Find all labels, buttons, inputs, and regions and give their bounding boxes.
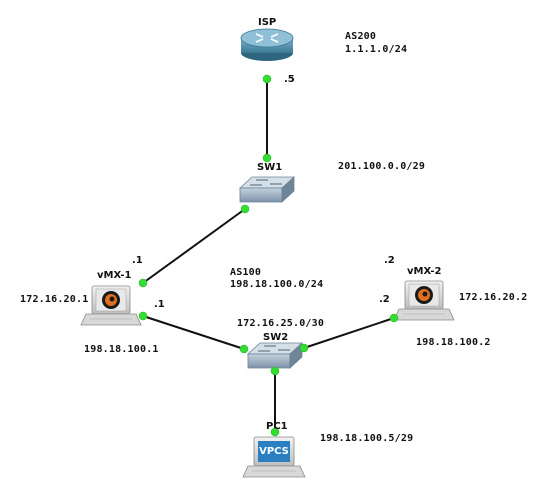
vmx2-sw2-interface-label: .2 <box>379 294 390 305</box>
endpoint-sw2-left <box>239 344 249 354</box>
vmx2-loopback-label: 172.16.20.2 <box>459 292 528 303</box>
link-vmx2-sw2 <box>303 317 395 349</box>
net-201-label: 201.100.0.0/29 <box>338 161 426 172</box>
pc1-vpcs-icon[interactable] <box>242 436 306 478</box>
link-sw1-vmx1 <box>142 208 246 284</box>
as200-label: AS200 <box>345 31 377 42</box>
endpoint-vmx1-up <box>138 278 148 288</box>
vmx1-sw2-interface-label: .1 <box>154 299 165 310</box>
pc1-address-label: 198.18.100.5/29 <box>320 433 414 444</box>
sw2-label: SW2 <box>263 332 289 343</box>
link-vmx1-sw2 <box>142 315 245 350</box>
endpoint-isp <box>262 74 272 84</box>
net-172-25-label: 172.16.25.0/30 <box>237 318 325 329</box>
endpoint-pc1 <box>270 427 280 437</box>
endpoint-sw1-top <box>262 153 272 163</box>
isp-router-icon[interactable] <box>240 28 294 61</box>
vmx2-uplink-interface-label: .2 <box>384 255 395 266</box>
vmx2-host-icon[interactable] <box>393 280 455 321</box>
pc1-label: PC1 <box>266 421 288 432</box>
vmx1-address-label: 198.18.100.1 <box>84 344 159 355</box>
endpoint-sw2-bottom <box>270 366 280 376</box>
vmx1-label: vMX-1 <box>97 270 132 281</box>
sw2-switch-icon[interactable] <box>246 342 304 369</box>
vmx2-address-label: 198.18.100.2 <box>416 337 491 348</box>
endpoint-sw1-left <box>240 204 250 214</box>
isp-interface-label: .5 <box>284 74 295 85</box>
endpoint-sw2-right <box>299 343 309 353</box>
vpcs-screen-text: VPCS <box>259 446 289 457</box>
vmx1-loopback-label: 172.16.20.1 <box>20 294 89 305</box>
endpoint-vmx1-right <box>138 311 148 321</box>
as100-network-label: 198.18.100.0/24 <box>230 279 324 290</box>
vmx1-host-icon[interactable] <box>80 285 142 326</box>
links <box>142 79 395 432</box>
link-endpoints <box>138 74 399 437</box>
endpoint-vmx2-left <box>389 313 399 323</box>
as200-network-label: 1.1.1.0/24 <box>345 44 408 55</box>
isp-label: ISP <box>258 17 277 28</box>
vmx1-uplink-interface-label: .1 <box>132 255 143 266</box>
sw1-label: SW1 <box>257 162 283 173</box>
as100-label: AS100 <box>230 267 262 278</box>
sw1-switch-icon[interactable] <box>238 176 296 203</box>
vmx2-label: vMX-2 <box>407 266 442 277</box>
